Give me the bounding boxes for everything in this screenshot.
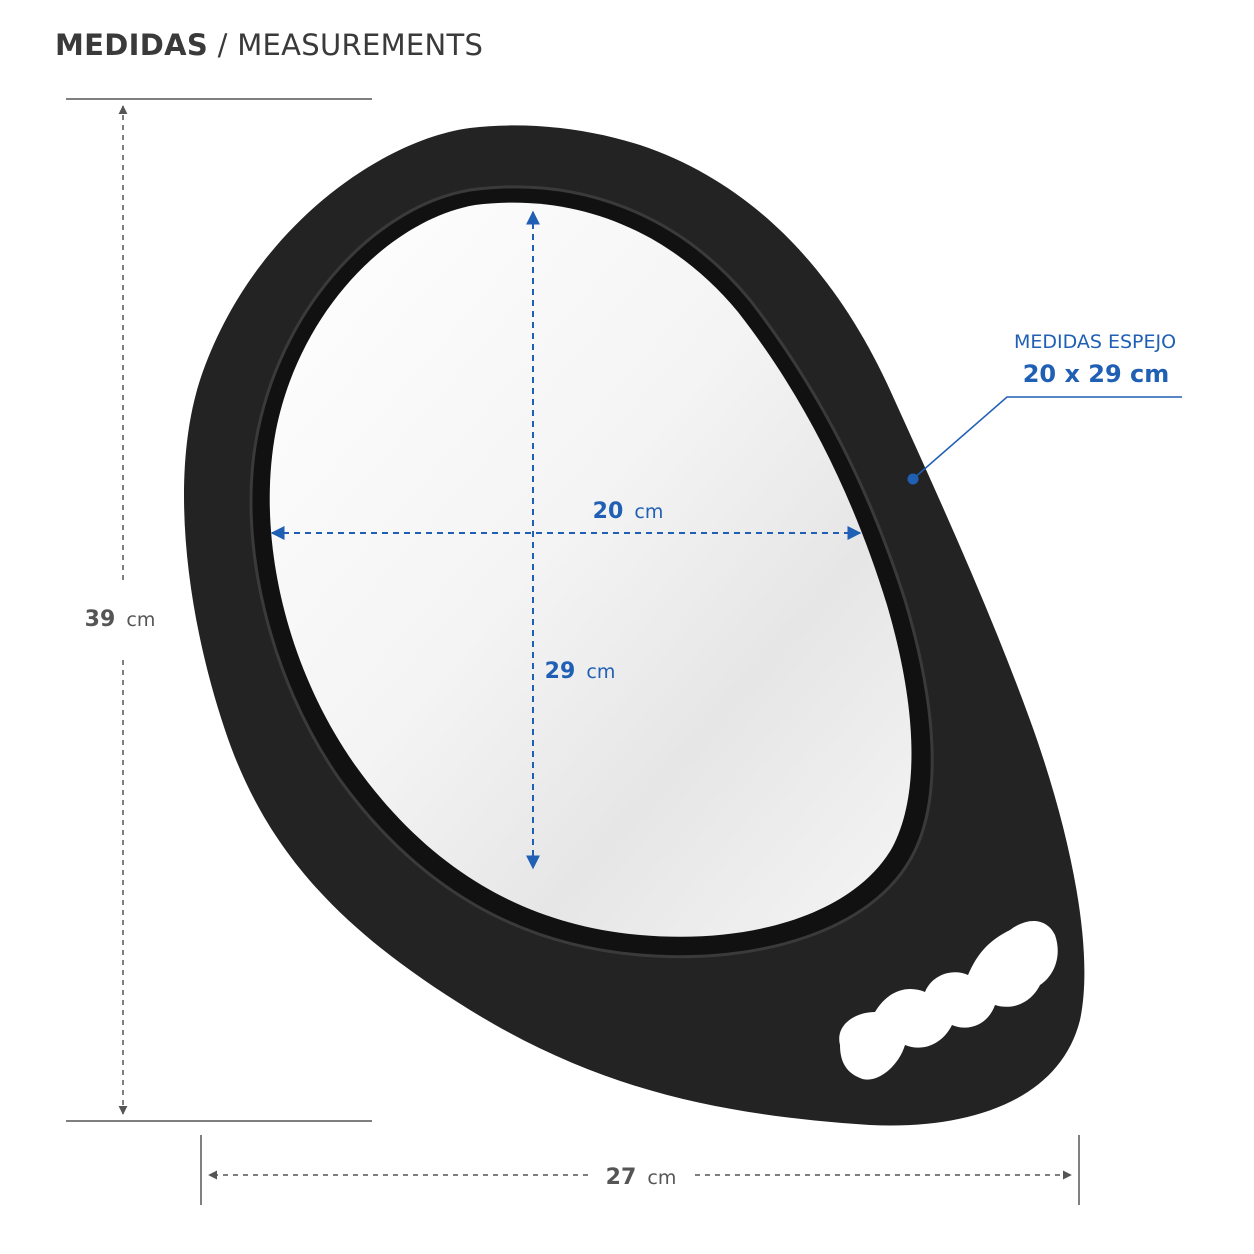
callout-value: 20 x 29 cm [1023,360,1170,388]
page-title: MEDIDAS / MEASUREMENTS [55,28,483,62]
height-value: 39 [85,607,116,632]
mirror-glass [269,202,912,937]
height-label: 39 cm [85,607,156,632]
mirror-width-unit: cm [634,501,663,523]
mirror-width-value: 20 [593,499,624,524]
handle-hole [839,920,1058,1080]
mirror-width-label: 20 cm [593,499,664,524]
title-secondary: MEASUREMENTS [237,28,484,62]
width-value: 27 [606,1165,637,1190]
mirror-height-unit: cm [586,661,615,683]
title-separator: / [217,28,228,62]
mirror-height-value: 29 [545,659,576,684]
mirror-height-label: 29 cm [545,659,616,684]
callout-label: MEDIDAS ESPEJO [1014,331,1176,353]
title-primary: MEDIDAS [55,28,209,62]
width-label: 27 cm [606,1165,677,1190]
width-unit: cm [647,1167,676,1189]
height-unit: cm [126,609,155,631]
callout-leader-line [912,396,1182,480]
